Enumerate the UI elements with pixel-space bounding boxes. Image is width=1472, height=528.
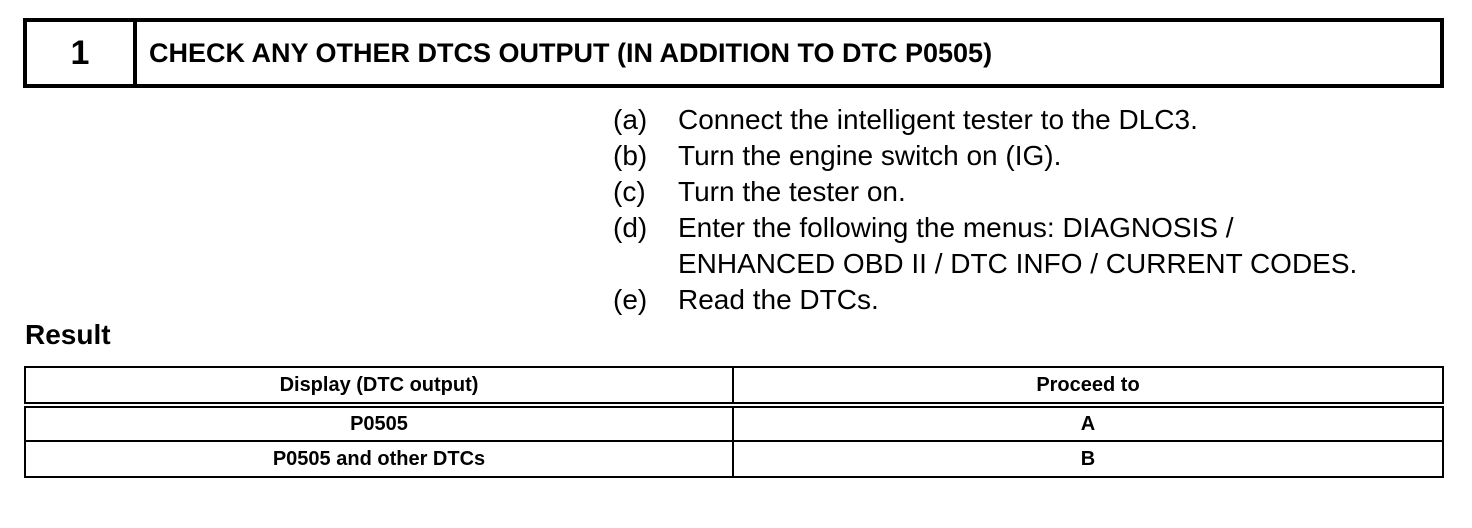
step-text: Connect the intelligent tester to the DL… [678,104,1198,135]
result-label: Result [25,319,111,350]
step-text-line: ENHANCED OBD II / DTC INFO / CURRENT COD… [678,248,1358,279]
step-text: Turn the engine switch on (IG). [678,140,1062,171]
table-header-row: Display (DTC output) Proceed to [24,366,1444,408]
step-text: Turn the tester on. [678,176,906,207]
result-table: Display (DTC output) Proceed to P0505 A … [24,366,1444,478]
table-cell-proceed: B [732,440,1444,478]
procedure-step-c: (c) Turn the tester on. [613,174,1453,210]
procedure-step-a: (a) Connect the intelligent tester to th… [613,102,1453,138]
table-row: P0505 A [24,404,1444,442]
column-header-display: Display (DTC output) [24,366,734,408]
table-cell-display: P0505 and other DTCs [24,440,734,478]
step-letter: (e) [613,284,648,315]
procedure-step-b: (b) Turn the engine switch on (IG). [613,138,1453,174]
step-letter: (c) [613,176,646,207]
procedure-step-d: (d) Enter the following the menus: DIAGN… [613,210,1453,282]
step-text: Read the DTCs. [678,284,879,315]
step-text-line: Enter the following the menus: DIAGNOSIS… [678,212,1234,243]
procedure-step-e: (e) Read the DTCs. [613,282,1453,318]
procedure-steps: (a) Connect the intelligent tester to th… [613,102,1453,318]
step-letter: (d) [613,212,648,243]
table-cell-display: P0505 [24,404,734,442]
step-text: Enter the following the menus: DIAGNOSIS… [678,210,1453,282]
step-title: CHECK ANY OTHER DTCS OUTPUT (IN ADDITION… [149,37,993,68]
step-header: 1 CHECK ANY OTHER DTCS OUTPUT (IN ADDITI… [23,18,1444,88]
column-header-proceed: Proceed to [732,366,1444,408]
step-letter: (a) [613,104,648,135]
table-cell-proceed: A [732,404,1444,442]
table-row: P0505 and other DTCs B [24,440,1444,478]
step-number: 1 [27,22,137,84]
step-letter: (b) [613,140,648,171]
